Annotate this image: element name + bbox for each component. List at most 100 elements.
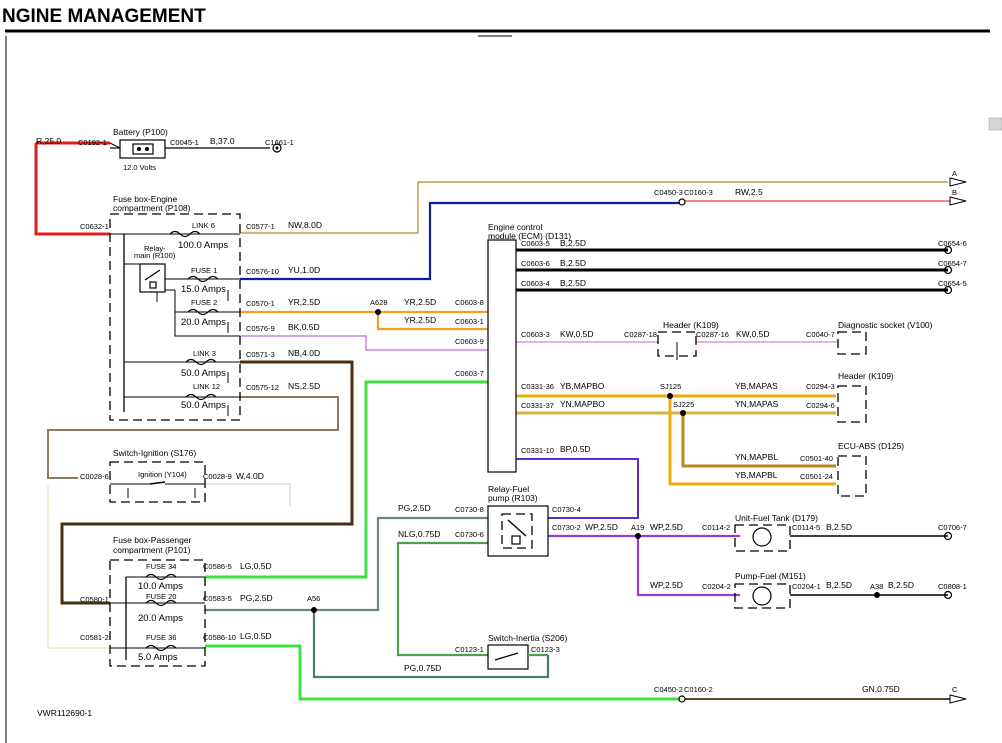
conn-c0730-2: C0730-2	[552, 523, 581, 532]
wire-label-r25: R,25.0	[36, 136, 61, 146]
wire-label-b25-d: B,2.5D	[826, 522, 852, 532]
conn-c0603-5: C0603-5	[521, 239, 550, 248]
relay-main-label-2: main (R100)	[134, 251, 176, 260]
splice-a628: A628	[370, 298, 388, 307]
conn-c0603-4: C0603-4	[521, 279, 550, 288]
wire-lg05-b	[205, 644, 680, 701]
wire-label-w4: W,4.0D	[236, 471, 264, 481]
wire-label-yb-mapas: YB,MAPAS	[735, 381, 778, 391]
battery-volts: 12.0 Volts	[123, 163, 156, 172]
wire-ns25	[47, 396, 339, 479]
splice-sj125-dot	[667, 393, 673, 399]
wire-label-pg075: PG,0.75D	[404, 663, 441, 673]
wire-wp25-b	[636, 536, 740, 597]
fuse1-label: FUSE 1	[191, 266, 217, 275]
fuse36-symbol	[145, 644, 177, 652]
conn-c0706-7: C0706-7	[938, 523, 967, 532]
conn-c0160-3: C0160-3	[684, 188, 713, 197]
battery-body	[119, 139, 166, 159]
conn-c0331-36: C0331-36	[521, 382, 554, 391]
conn-c0192-1: C0192-1	[78, 138, 107, 147]
conn-c0123-1: C0123-1	[455, 645, 484, 654]
offpage-label-c: C	[952, 685, 958, 694]
fusebox-passenger-box	[109, 559, 206, 667]
fusebox-engine-label-2: compartment (P108)	[113, 203, 191, 213]
header-k109-a-box	[657, 331, 697, 357]
conn-c0586-5: C0586-5	[203, 562, 232, 571]
conn-c0028-6: C0028-6	[80, 472, 109, 481]
pump-fuel-motor	[752, 586, 772, 606]
ecm-label-1: Engine control	[488, 222, 542, 232]
link3-amps: 50.0 Amps	[181, 368, 226, 379]
fuse2-symbol	[187, 308, 219, 316]
wire-label-wp25-c: WP,2.5D	[650, 580, 683, 590]
wire-label-b25-a: B,2.5D	[560, 238, 586, 248]
link6-amps: 100.0 Amps	[178, 240, 228, 251]
conn-c0603-7: C0603-7	[455, 369, 484, 378]
relay-fuel-inner	[501, 513, 533, 549]
conn-c0294-6: C0294-6	[806, 401, 835, 410]
conn-c0575-12: C0575-12	[246, 383, 279, 392]
header-k109-b-box	[837, 385, 867, 423]
conn-c0603-9: C0603-9	[455, 337, 484, 346]
wire-a56-drop	[312, 610, 550, 679]
wire-label-b25-c: B,2.5D	[560, 278, 586, 288]
conn-c0654-6: C0654-6	[938, 239, 967, 248]
ecm-body	[487, 239, 517, 473]
conn-c0204-1: C0204-1	[792, 582, 821, 591]
wire-label-kw05-b: KW,0.5D	[736, 329, 770, 339]
wire-label-wp25-b: WP,2.5D	[650, 522, 683, 532]
conn-c1661-1: C1661-1	[265, 138, 294, 147]
ecu-abs-box	[837, 455, 867, 497]
conn-c0603-1: C0603-1	[455, 317, 484, 326]
link12-amps: 50.0 Amps	[181, 400, 226, 411]
unit-fuel-tank-motor	[752, 527, 772, 547]
conn-c0603-8: C0603-8	[455, 298, 484, 307]
splice-a38: A38	[870, 582, 883, 591]
wire-label-wp25-a: WP,2.5D	[585, 522, 618, 532]
ground-terminal-c0654-6	[943, 245, 953, 255]
relay-fuel-body	[487, 505, 549, 557]
wire-label-ns25: NS,2.5D	[288, 381, 320, 391]
wire-yu1	[240, 201, 680, 281]
splice-a19-dot	[635, 533, 641, 539]
conn-c0571-3: C0571-3	[246, 350, 275, 359]
offpage-arrow-a	[949, 177, 967, 187]
fusebox-passenger-label-2: compartment (P101)	[113, 545, 191, 555]
splice-sj225-dot	[680, 410, 686, 416]
ground-terminal-c0654-7	[943, 265, 953, 275]
switch-inertia-contact	[494, 652, 519, 661]
conn-c0570-1: C0570-1	[246, 299, 275, 308]
wire-label-yr25-a: YR,2.5D	[288, 297, 320, 307]
ignition-sub-label: Ignition (Y104)	[138, 470, 187, 479]
fusebox-engine-box	[109, 213, 241, 421]
relay-fuel-contact	[507, 519, 527, 537]
battery-link	[109, 142, 121, 149]
diag-socket-label: Diagnostic socket (V100)	[838, 320, 933, 330]
conn-c0287-18: C0287-18	[624, 330, 657, 339]
splice-a56-dot	[311, 607, 317, 613]
ground-terminal-c0808-1	[943, 590, 953, 600]
conn-c0114-2: C0114-2	[702, 523, 730, 532]
wire-pg25-b	[205, 516, 488, 612]
ground-terminal-c0706-7	[943, 531, 953, 541]
wire-lg05-a	[205, 380, 488, 579]
splice-a56: A56	[307, 594, 320, 603]
conn-c0583-5: C0583-5	[203, 594, 232, 603]
wire-label-kw05-a: KW,0.5D	[560, 329, 594, 339]
conn-c0114-5: C0114-5	[792, 523, 820, 532]
scrollbar-thumb[interactable]	[988, 117, 1002, 131]
fuse34-symbol	[145, 573, 177, 581]
inline-connector-c0160-2	[678, 695, 686, 703]
link6-fuse	[169, 230, 201, 238]
fuse1-symbol	[187, 275, 219, 283]
conn-c0730-6: C0730-6	[455, 530, 484, 539]
wire-label-yb-mapbl: YB,MAPBL	[735, 470, 778, 480]
wire-yn-mapbl	[681, 413, 836, 468]
conn-c0603-6: C0603-6	[521, 259, 550, 268]
header-k109-a-label: Header (K109)	[663, 320, 719, 330]
fuse34-amps: 10.0 Amps	[138, 581, 183, 592]
relay-main-label-1: Relay-	[144, 244, 166, 253]
wire-bp05	[516, 458, 639, 519]
